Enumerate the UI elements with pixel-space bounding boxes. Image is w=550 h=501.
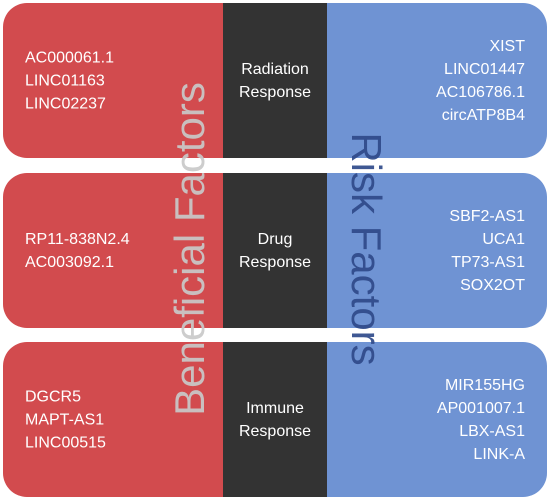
- risk-box-drug: SBF2-AS1 UCA1 TP73-AS1 SOX2OT: [327, 173, 547, 328]
- response-box-radiation: Radiation Response: [223, 3, 327, 158]
- risk-item: LINK-A: [473, 445, 525, 463]
- risk-item: TP73-AS1: [451, 253, 525, 271]
- risk-item: LBX-AS1: [459, 422, 525, 440]
- risk-item: MIR155HG: [444, 376, 525, 394]
- beneficial-item: MAPT-AS1: [25, 411, 105, 428]
- beneficial-item: LINC02237: [25, 95, 106, 112]
- response-label-drug: Drug Response: [223, 228, 327, 274]
- beneficial-item: RP11-838N2.4: [25, 230, 130, 248]
- risk-item: AC106786.1: [436, 83, 525, 101]
- risk-item: circATP8B4: [441, 106, 525, 124]
- risk-box-radiation: XIST LINC01447 AC106786.1 circATP8B4: [327, 3, 547, 158]
- risk-list-drug: SBF2-AS1 UCA1 TP73-AS1 SOX2OT: [449, 205, 525, 297]
- response-label-immune: Immune Response: [223, 397, 327, 443]
- row-immune: DGCR5 MAPT-AS1 LINC00515 Immune Response…: [0, 342, 550, 497]
- risk-box-immune: MIR155HG AP001007.1 LBX-AS1 LINK-A: [327, 342, 547, 497]
- risk-list-immune: MIR155HG AP001007.1 LBX-AS1 LINK-A: [437, 374, 525, 466]
- beneficial-list-radiation: AC000061.1 LINC01163 LINC02237: [25, 46, 114, 115]
- response-box-drug: Drug Response: [223, 173, 327, 328]
- risk-item: XIST: [489, 37, 525, 55]
- response-label-line: Response: [238, 83, 312, 101]
- beneficial-item: LINC00515: [25, 434, 106, 451]
- risk-item: SOX2OT: [460, 276, 525, 294]
- beneficial-box-drug: RP11-838N2.4 AC003092.1: [3, 173, 223, 328]
- beneficial-list-drug: RP11-838N2.4 AC003092.1: [25, 228, 130, 274]
- response-label-radiation: Radiation Response: [223, 58, 327, 104]
- response-label-line: Radiation: [241, 60, 309, 78]
- response-label-line: Response: [238, 422, 312, 440]
- risk-item: LINC01447: [444, 60, 525, 78]
- row-radiation: AC000061.1 LINC01163 LINC02237 Radiation…: [0, 3, 550, 158]
- response-box-immune: Immune Response: [223, 342, 327, 497]
- beneficial-item: LINC01163: [25, 72, 105, 89]
- risk-item: SBF2-AS1: [449, 207, 525, 225]
- beneficial-item: AC003092.1: [25, 253, 114, 271]
- row-drug: RP11-838N2.4 AC003092.1 Drug Response SB…: [0, 173, 550, 328]
- beneficial-list-immune: DGCR5 MAPT-AS1 LINC00515: [25, 385, 106, 454]
- risk-item: AP001007.1: [436, 399, 525, 417]
- response-label-line: Immune: [246, 399, 304, 417]
- beneficial-box-immune: DGCR5 MAPT-AS1 LINC00515: [3, 342, 223, 497]
- risk-item: UCA1: [482, 230, 525, 248]
- beneficial-box-radiation: AC000061.1 LINC01163 LINC02237: [3, 3, 223, 158]
- beneficial-item: DGCR5: [25, 388, 82, 405]
- risk-list-radiation: XIST LINC01447 AC106786.1 circATP8B4: [436, 35, 525, 127]
- response-label-line: Response: [238, 253, 312, 271]
- response-label-line: Drug: [257, 230, 293, 248]
- beneficial-item: AC000061.1: [25, 49, 114, 66]
